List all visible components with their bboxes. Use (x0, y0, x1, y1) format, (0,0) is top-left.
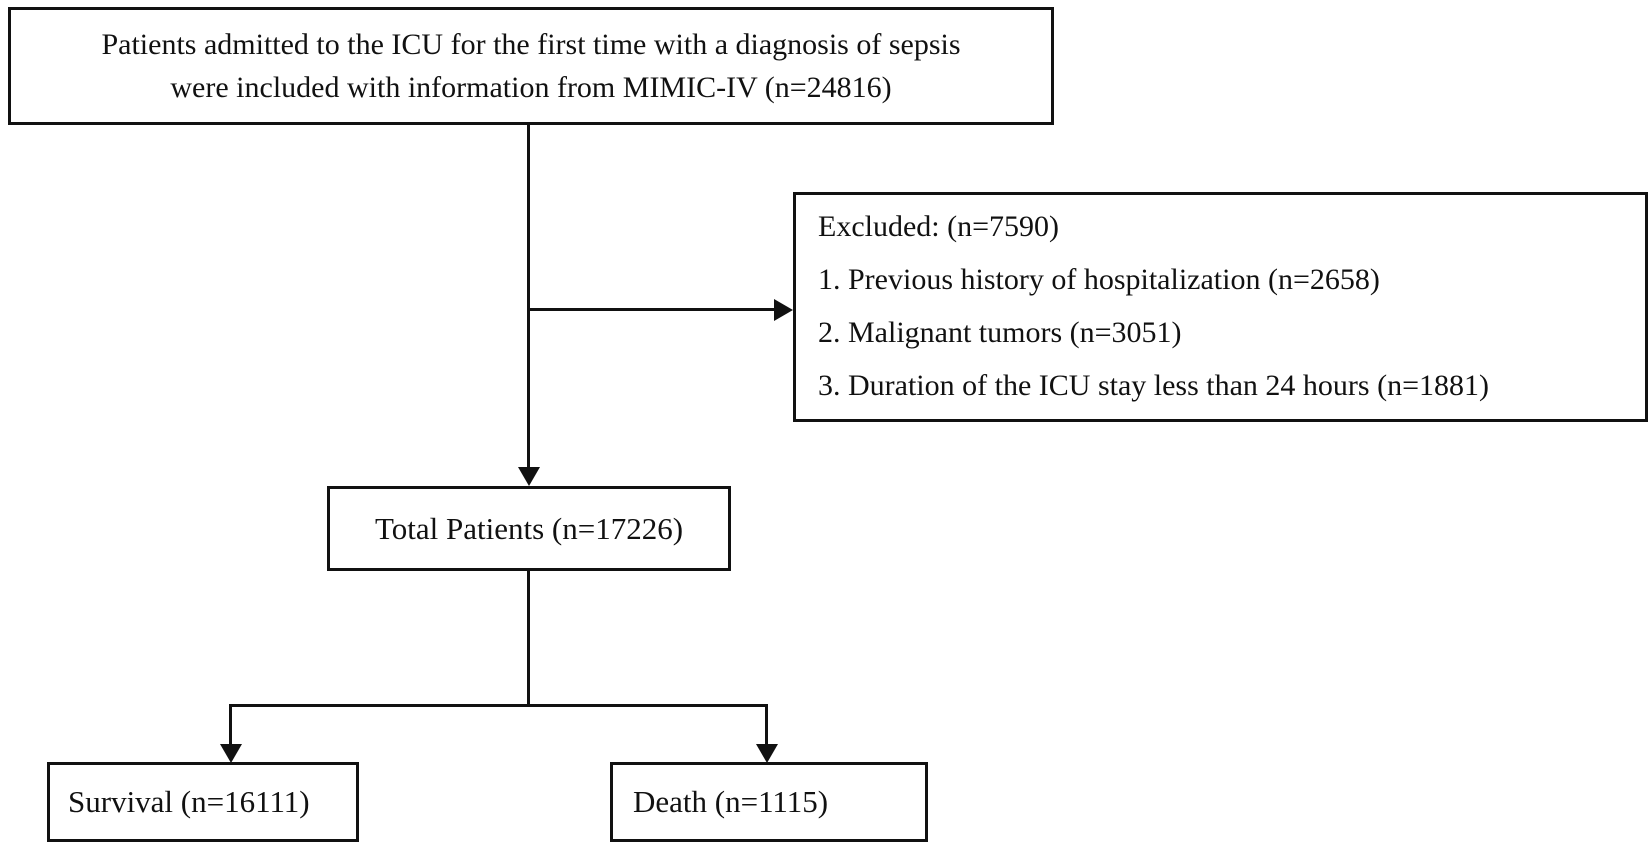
excluded-item-2: 2. Malignant tumors (n=3051) (818, 316, 1182, 350)
arrowhead-into-death-icon (756, 744, 778, 763)
connector-branch-to-excluded (527, 308, 775, 311)
total-patients-label: Total Patients (n=17226) (374, 510, 684, 546)
death-box: Death (n=1115) (610, 762, 928, 842)
connector-total-to-split (527, 571, 530, 707)
death-label: Death (n=1115) (633, 784, 829, 820)
arrowhead-into-excluded-icon (774, 299, 793, 321)
source-population-line2: were included with information from MIMI… (170, 71, 892, 104)
excluded-box: Excluded: (n=7590) 1. Previous history o… (793, 192, 1648, 422)
connector-split-to-death (765, 704, 768, 747)
source-population-line1: Patients admitted to the ICU for the fir… (101, 28, 961, 61)
connector-source-to-total (527, 125, 530, 468)
arrowhead-into-survival-icon (220, 744, 242, 763)
connector-split-to-survival (229, 704, 232, 747)
survival-box: Survival (n=16111) (47, 762, 359, 842)
source-population-box: Patients admitted to the ICU for the fir… (8, 7, 1054, 125)
total-patients-box: Total Patients (n=17226) (327, 486, 731, 571)
excluded-title: Excluded: (n=7590) (818, 210, 1060, 244)
arrowhead-into-total-icon (518, 467, 540, 486)
survival-label: Survival (n=16111) (68, 784, 310, 820)
excluded-item-3: 3. Duration of the ICU stay less than 24… (818, 369, 1489, 403)
excluded-item-1: 1. Previous history of hospitalization (… (818, 263, 1380, 297)
split-line (229, 704, 768, 707)
